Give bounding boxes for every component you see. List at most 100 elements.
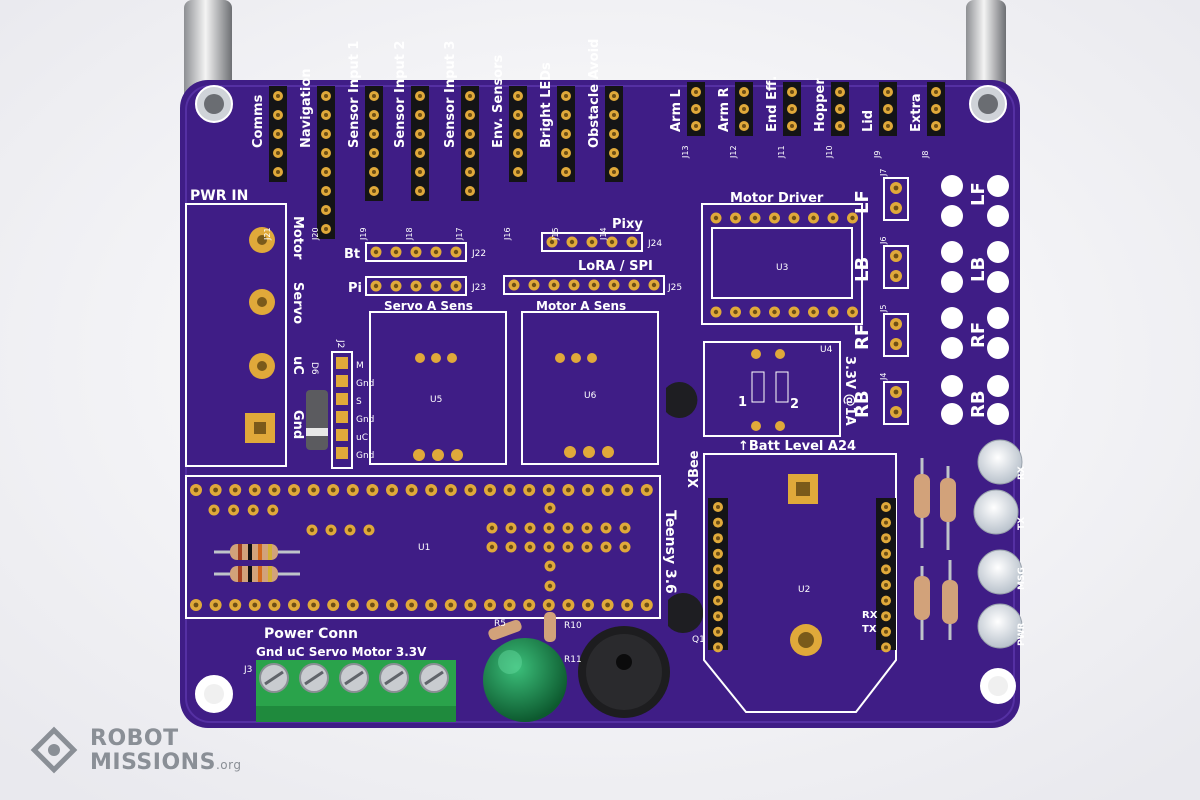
header-body: [411, 86, 429, 201]
lf-label: LF: [852, 190, 873, 214]
rx-label: RX: [862, 610, 878, 621]
j4-label: J4: [879, 373, 888, 381]
rf-label: RF: [852, 324, 873, 350]
led-label: RX: [1017, 466, 1027, 480]
pwr-label-servo: Servo: [290, 282, 305, 324]
logo-line1: ROBOT: [90, 726, 179, 751]
servo-pin-label: M: [356, 361, 364, 371]
lb-label-right: LB: [968, 257, 989, 282]
header-ref: J16: [503, 227, 512, 241]
r5-label: R5: [494, 619, 506, 629]
pwr-label-motor: Motor: [290, 216, 305, 260]
j23-label: J23: [471, 283, 486, 293]
header-ref: J19: [359, 227, 368, 241]
pwr-in-label: PWR IN: [190, 188, 248, 204]
logo-suffix: .org: [215, 758, 242, 772]
motor-driver-label: Motor Driver: [730, 191, 824, 206]
led-label: TX: [1017, 517, 1027, 530]
motor-headers: [883, 177, 909, 425]
logo-line2-main: MISSIONS: [90, 750, 216, 775]
u1-label: U1: [418, 543, 430, 553]
arm-ref: J8: [921, 151, 930, 159]
terminal-screws: [259, 663, 449, 693]
regulator-outline: [703, 341, 841, 437]
u5-label: U5: [430, 395, 442, 405]
green-led: [483, 638, 567, 722]
rb-label-right: RB: [968, 390, 989, 418]
mounting-holes: [195, 85, 1016, 713]
transistors: [666, 382, 704, 633]
xbee-outline: [703, 453, 897, 713]
arm-label: Lid: [861, 110, 876, 132]
header-label: Bright LEDs: [539, 62, 554, 148]
j22-label: J22: [471, 249, 486, 259]
header-ref: J17: [455, 227, 464, 241]
u6-label: U6: [584, 391, 597, 401]
q1-label: Q1: [692, 635, 705, 645]
arm-label: Arm L: [669, 89, 684, 132]
xbee-pins: [708, 498, 896, 653]
u4-label: U4: [820, 345, 833, 355]
arm-label: End Eff.: [765, 76, 780, 132]
robot-missions-logo: [30, 726, 78, 774]
header-label: Obstacle Avoid: [587, 39, 602, 148]
header-label: Sensor Input 3: [443, 41, 458, 148]
motor-screw-pads: [941, 175, 1009, 425]
bt-label: Bt: [344, 247, 360, 262]
j2-outline: [331, 351, 353, 469]
d6-label: D6: [309, 362, 319, 375]
lora-label: LoRA / SPI: [578, 259, 653, 274]
logo-line2: MISSIONS.org: [90, 750, 241, 775]
led-label: MSG: [1017, 567, 1027, 590]
header-label: Sensor Input 2: [393, 41, 408, 148]
arm-label: Arm R: [717, 87, 732, 132]
header-label: Comms: [251, 94, 266, 148]
j6-label: J6: [879, 237, 888, 245]
servo-pin-label: Gnd: [356, 415, 374, 425]
resistors-right: [914, 458, 958, 640]
status-leds: [973, 439, 1023, 649]
servo-sens-label: Servo A Sens: [384, 299, 473, 313]
teensy-outline: [185, 475, 661, 619]
header-body: [461, 86, 479, 201]
voltage-label: 3.3V @1A: [842, 356, 857, 426]
reg-pin1-label: 1: [738, 395, 747, 410]
servo-pin-label: Gnd: [356, 379, 374, 389]
arm-ref: J13: [681, 145, 690, 159]
batt-level-label: ↑Batt Level A24: [738, 439, 856, 454]
arm-label: Extra: [909, 93, 924, 132]
servo-pin-label: uC: [356, 433, 368, 443]
terminal-labels: Gnd uC Servo Motor 3.3V: [256, 645, 427, 659]
header-ref: J20: [311, 227, 320, 241]
arm-ref: J11: [777, 145, 786, 159]
r10-label: R10: [564, 621, 582, 631]
lf-label-right: LF: [968, 182, 989, 206]
xbee-label: XBee: [687, 450, 702, 488]
motor-sens-box: [521, 311, 659, 465]
top-headers: [269, 86, 623, 239]
j2-pins: [336, 357, 348, 459]
motor-sens-label: Motor A Sens: [536, 299, 626, 313]
servo-sens-box: [369, 311, 507, 465]
sens-pads: [413, 353, 614, 461]
pwr-in-pads: [245, 227, 275, 443]
header-body: [365, 86, 383, 201]
lb-label: LB: [852, 257, 873, 282]
led-label: PWR: [1017, 622, 1027, 646]
motor-driver-outline: [701, 203, 863, 325]
resistors-center: [488, 612, 556, 642]
u3-label: U3: [776, 263, 788, 273]
resistors-left: [214, 544, 300, 582]
j24-label: J24: [647, 239, 662, 249]
arm-ref: J12: [729, 145, 738, 159]
j7-label: J7: [879, 169, 888, 177]
r11-label: R11: [564, 655, 582, 665]
servo-pin-label: Gnd: [356, 451, 374, 461]
arm-ref: J9: [873, 151, 882, 159]
header-ref: J21: [263, 227, 272, 241]
teensy-label: Teensy 3.6: [662, 510, 678, 594]
servo-pin-label: S: [356, 397, 362, 407]
reg-pin2-label: 2: [790, 397, 799, 412]
header-ref: J15: [551, 227, 560, 241]
